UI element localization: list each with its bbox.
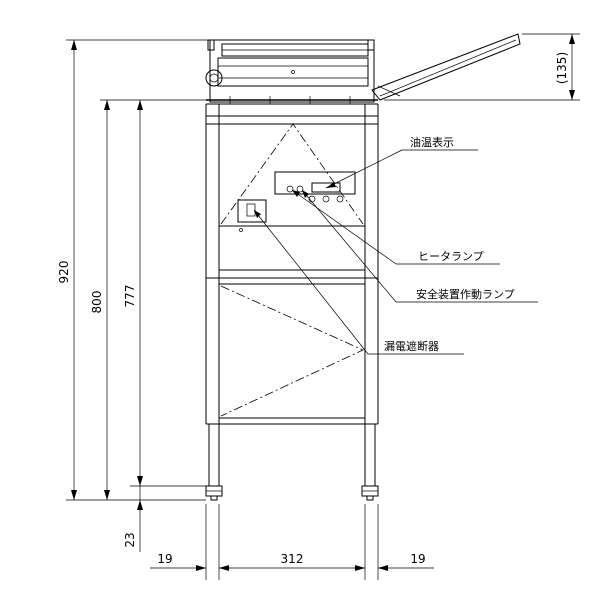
dim-width: 312: [281, 552, 304, 566]
callout-safety-device-lamp: 安全装置作動ランプ: [416, 287, 515, 301]
dim-right-margin: 19: [410, 552, 425, 566]
frame: [205, 104, 379, 425]
control-panel: [220, 123, 364, 232]
callout-oil-temp-display: 油温表示: [410, 135, 454, 149]
lower-cabinet: [220, 285, 364, 417]
callout-leaders: [253, 149, 538, 355]
dim-left-margin: 19: [157, 552, 172, 566]
dim-frame-height: 777: [123, 285, 137, 308]
dim-body-height: 800: [90, 291, 104, 314]
dimension-lines: [66, 33, 580, 580]
dim-lid-height: (135): [555, 52, 569, 84]
dim-foot-height: 23: [123, 532, 137, 547]
adjustable-feet: [205, 423, 379, 501]
fryer-body: [205, 33, 521, 501]
callout-heater-lamp: ヒータランプ: [418, 250, 484, 263]
callout-earth-leakage-breaker: 漏電遮断器: [384, 339, 439, 353]
dim-total-height: 920: [57, 261, 71, 284]
open-lid: [371, 33, 521, 101]
top-tank-unit: [205, 39, 378, 105]
